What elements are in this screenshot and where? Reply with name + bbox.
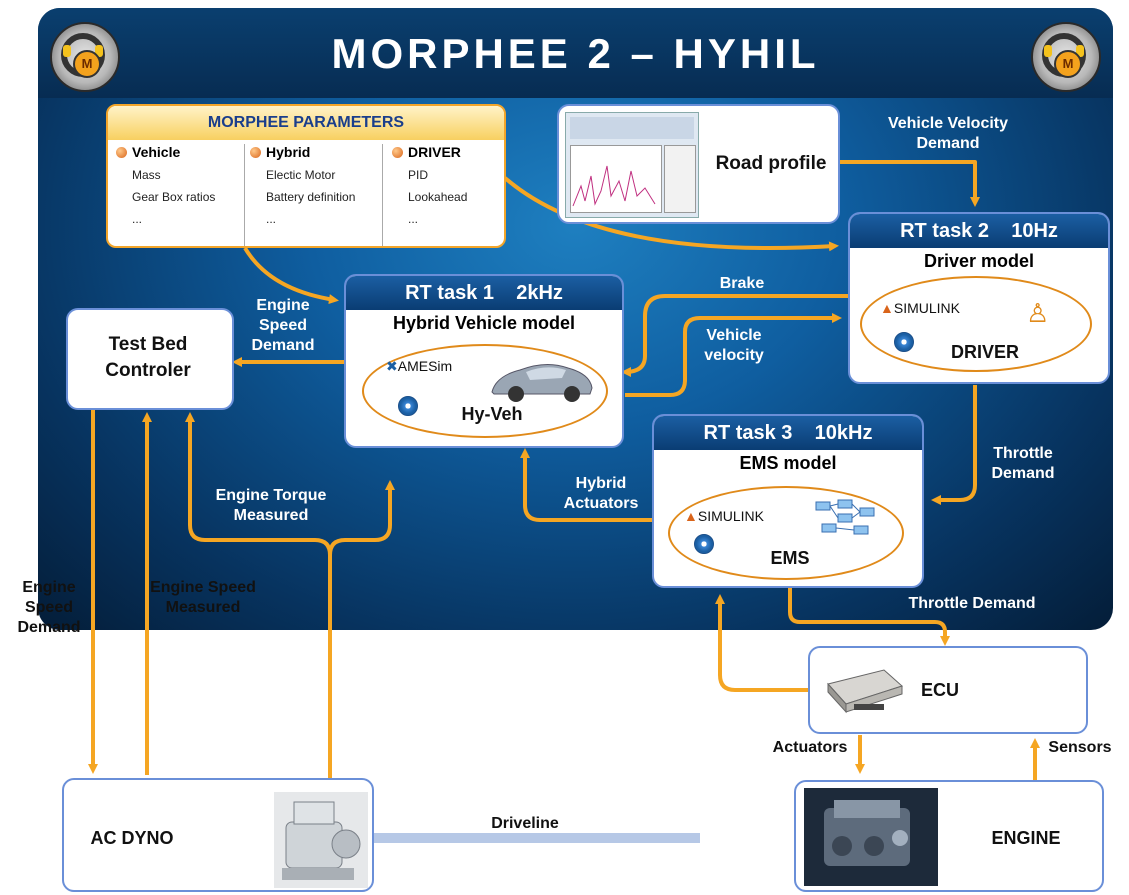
morphee-parameters-panel: MORPHEE PARAMETERS Vehicle Mass Gear Box… (106, 104, 506, 248)
block-diagram-icon (814, 498, 880, 538)
road-to-rt2-arrow (840, 160, 980, 207)
road-profile-screenshot (565, 112, 699, 218)
throttle-to-ecu-arrow (788, 588, 950, 646)
rt2-model-title: Driver model (923, 251, 1035, 271)
amesim-logo: ✖AMESim (386, 358, 453, 374)
rt2-name: DRIVER (950, 342, 1019, 362)
param-column-driver: DRIVER PID Lookahead ... (392, 144, 502, 246)
params-to-rt1-arrow (243, 246, 339, 305)
driver-seat-icon: ♙ (1026, 298, 1050, 328)
parameters-header: MORPHEE PARAMETERS (108, 106, 504, 140)
engine-speed-demand-left-label: Engine Speed Demand (17, 579, 81, 636)
ecu-label: ECU (920, 680, 959, 700)
rt1-oval (362, 344, 608, 438)
throttle-demand-label: Throttle Demand (991, 445, 1055, 482)
vehicle-velocity-demand-label: Vehicle Velocity Demand (887, 115, 1009, 152)
rt1-header: RT task 1 2kHz (346, 276, 622, 310)
throttle-demand-arrow (931, 385, 977, 505)
steering-wheel-logo-left: M (50, 22, 120, 92)
test-bed-controller-box: Test Bed Controler (66, 308, 234, 410)
road-profile-label: Road profile (715, 153, 827, 174)
param-column-vehicle: Vehicle Mass Gear Box ratios ... (116, 144, 242, 246)
rt3-oval (668, 486, 904, 580)
params-to-rt2-arrow (503, 176, 839, 252)
actuators-label: Actuators (772, 739, 848, 756)
engine-speed-demand-label: Engine Speed Demand (251, 297, 315, 354)
hybrid-actuators-label: Hybrid Actuators (563, 475, 639, 512)
driveline-shaft (370, 833, 700, 843)
rt-task-2-box: RT task 2 10Hz Driver model ▲SIMULINK ♙ … (848, 212, 1110, 384)
page-title: MORPHEE 2 – HYHIL (331, 30, 820, 77)
engine-box: ENGINE (794, 780, 1104, 892)
vehicle-velocity-arrow (625, 313, 842, 397)
vehicle-velocity-label: Vehicle velocity (704, 327, 764, 364)
ac-dyno-box: AC DYNO (62, 778, 374, 892)
sensors-label: Sensors (1048, 739, 1112, 756)
ac-dyno-label: AC DYNO (90, 828, 174, 848)
rt2-header: RT task 2 10Hz (850, 214, 1108, 248)
brake-arrow (621, 294, 848, 377)
rt-task-3-box: RT task 3 10kHz EMS model ▲SIMULINK EMS (652, 414, 924, 588)
swirl-icon (398, 396, 418, 416)
engine-image (804, 788, 938, 886)
swirl-icon (894, 332, 914, 352)
rt1-name: Hy-Veh (461, 404, 523, 424)
simulink-logo: ▲SIMULINK (880, 300, 960, 316)
rt-task-1-box: RT task 1 2kHz Hybrid Vehicle model ✖AME… (344, 274, 624, 448)
road-profile-box: Road profile (557, 104, 840, 224)
brake-label: Brake (719, 275, 765, 292)
dyno-image (274, 792, 368, 888)
swirl-icon (694, 534, 714, 554)
rt1-model-title: Hybrid Vehicle model (392, 313, 576, 333)
hybrid-actuators-arrow (520, 448, 652, 522)
ecu-box: ECU (808, 646, 1088, 734)
title-band (38, 8, 1113, 98)
car-image (486, 354, 596, 402)
driveline-label: Driveline (491, 815, 559, 832)
rt3-name: EMS (770, 548, 810, 568)
rt2-oval (860, 276, 1092, 372)
test-bed-label: Test Bed Controler (105, 334, 191, 381)
engine-speed-measured-label: Engine Speed Measured (150, 579, 256, 616)
steering-wheel-logo-right: M (1031, 22, 1101, 92)
rt3-model-title: EMS model (739, 453, 837, 473)
simulink-logo: ▲SIMULINK (684, 508, 764, 524)
ecu-image (824, 664, 906, 716)
engine-torque-measured-label: Engine Torque Measured (215, 487, 327, 524)
ecu-to-rt3-arrow (715, 594, 810, 692)
torque-to-rt1-arrow (328, 480, 395, 556)
param-column-hybrid: Hybrid Electic Motor Battery definition … (250, 144, 380, 246)
engine-label: ENGINE (991, 828, 1061, 848)
rt3-header: RT task 3 10kHz (654, 416, 922, 450)
throttle-demand-bottom-label: Throttle Demand (908, 595, 1036, 612)
